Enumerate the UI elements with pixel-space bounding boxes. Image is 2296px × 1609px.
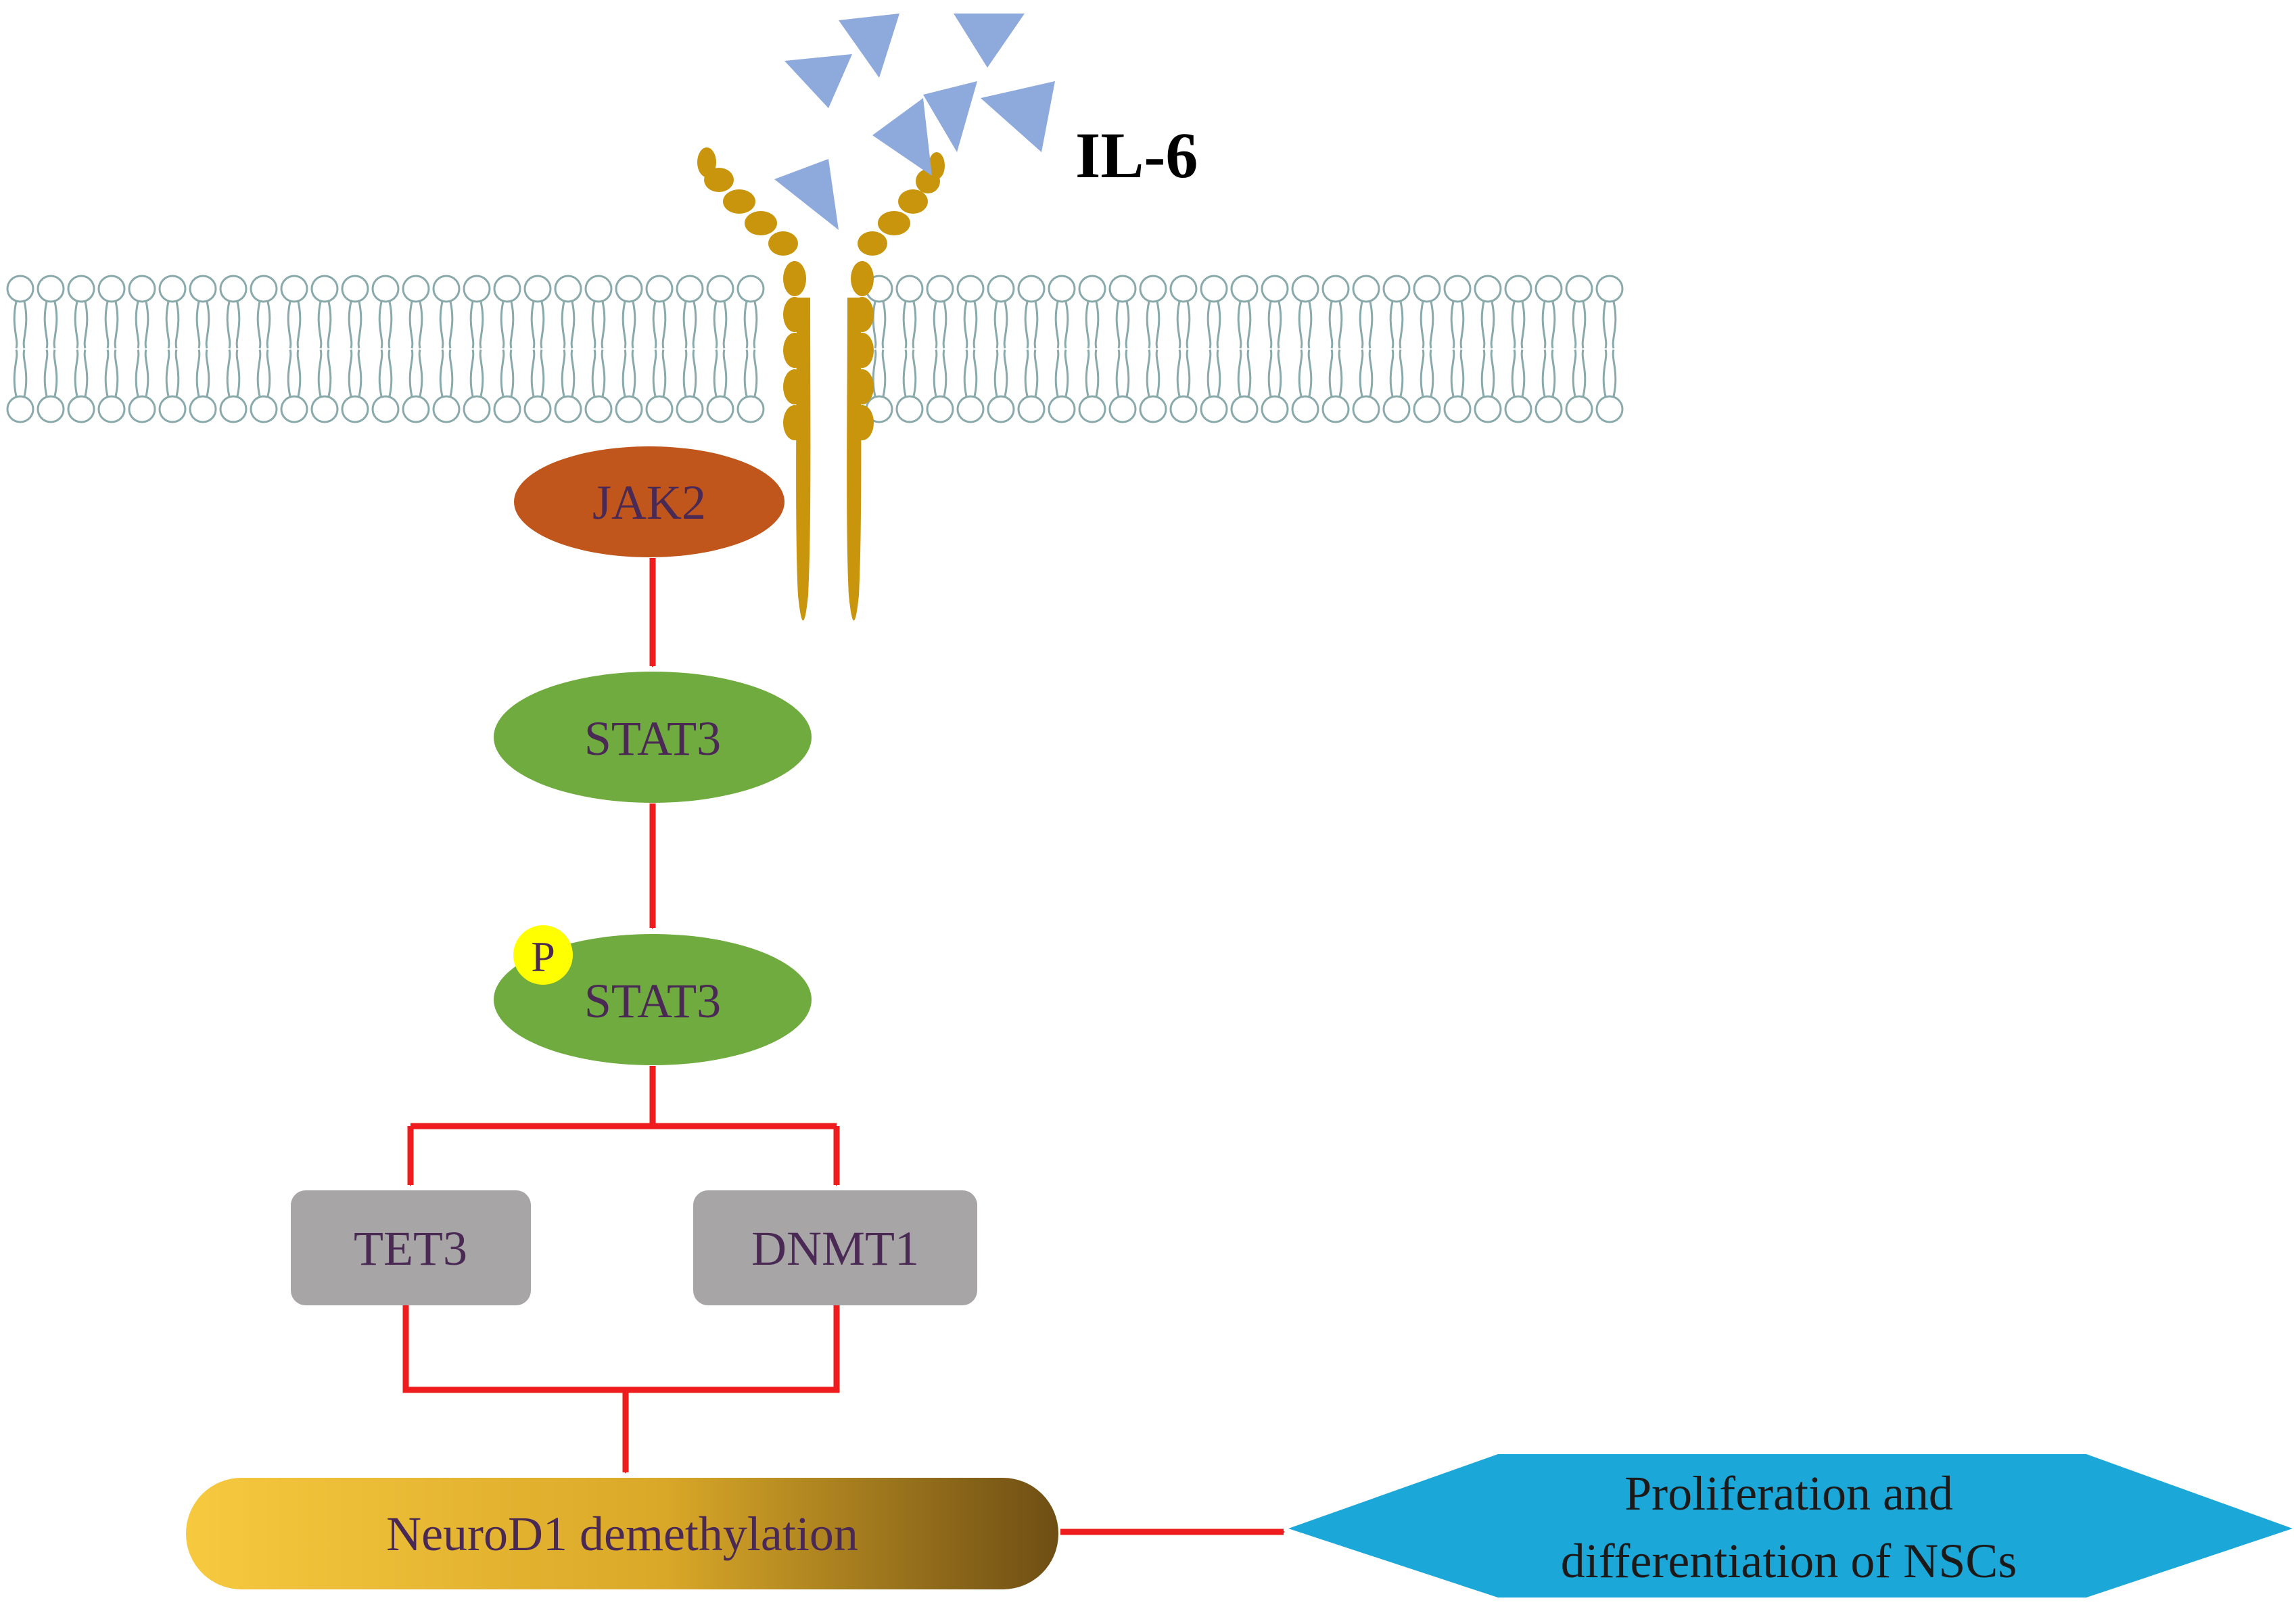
phospholipid — [310, 275, 339, 423]
phospholipid — [987, 275, 1015, 423]
phospholipid — [67, 275, 95, 423]
phospholipid — [493, 275, 521, 423]
phospholipid — [736, 275, 765, 423]
jak2-label: JAK2 — [592, 475, 706, 530]
phospholipid — [523, 275, 552, 423]
phospholipid — [402, 275, 430, 423]
outcome-label-line1: Proliferation and — [1624, 1466, 1953, 1520]
stat3-label: STAT3 — [584, 712, 721, 766]
neurod1-pill — [186, 1478, 1058, 1589]
il6-triangle — [784, 54, 852, 108]
phospholipid — [341, 275, 369, 423]
outcome-hexagon — [1288, 1454, 2293, 1598]
dnmt1-node: DNMT1 — [693, 1190, 977, 1305]
tet3-node: TET3 — [291, 1190, 531, 1305]
il6-triangle — [774, 159, 839, 230]
phospholipid — [1291, 275, 1319, 423]
il6-triangle — [923, 81, 977, 152]
phospholipid — [158, 275, 187, 423]
il6-ligand-molecules — [774, 14, 1055, 230]
phospholipid — [676, 275, 704, 423]
phospholipid — [926, 275, 954, 423]
phospholipid — [1139, 275, 1167, 423]
il6-triangle — [981, 81, 1055, 152]
phospholipid — [1382, 275, 1411, 423]
stat3-ellipse — [494, 672, 812, 803]
il6-label: IL-6 — [1075, 119, 1198, 191]
phospholipid — [371, 275, 400, 423]
phospholipid — [1108, 275, 1137, 423]
phospholipid — [615, 275, 643, 423]
phospholipid — [432, 275, 461, 423]
phospholipid — [1352, 275, 1380, 423]
phospholipid — [1261, 275, 1289, 423]
phospholipid — [554, 275, 582, 423]
phosphate-badge — [513, 925, 573, 985]
phospholipid — [1230, 275, 1259, 423]
dnmt1-label: DNMT1 — [751, 1221, 919, 1276]
phospholipid — [1504, 275, 1532, 423]
phospholipid — [895, 275, 924, 423]
receptor-right-chain — [847, 152, 945, 621]
phospholipid — [584, 275, 613, 423]
phospholipid — [1474, 275, 1502, 423]
phospholipid — [37, 275, 65, 423]
phospholipid — [1565, 275, 1593, 423]
phospholipid — [463, 275, 491, 423]
stat3-node: STAT3 — [494, 672, 812, 803]
phospholipid — [280, 275, 308, 423]
phospholipid — [6, 275, 34, 423]
phospholipid — [128, 275, 156, 423]
phosphate-label: P — [531, 933, 555, 981]
phospholipid — [1413, 275, 1441, 423]
phospholipid — [645, 275, 674, 423]
phospho-stat3-ellipse — [494, 934, 812, 1065]
tet3-label: TET3 — [354, 1221, 467, 1276]
phospholipid — [865, 275, 893, 423]
phospholipid — [219, 275, 248, 423]
il6-triangle — [839, 14, 899, 78]
phospholipid — [956, 275, 985, 423]
neurod1-label: NeuroD1 demethylation — [386, 1507, 858, 1561]
dnmt1-box — [693, 1190, 977, 1305]
phospholipid — [1321, 275, 1350, 423]
phospho-stat3-label: STAT3 — [584, 974, 721, 1028]
phospholipid — [1200, 275, 1228, 423]
il6-receptor — [697, 147, 945, 621]
jak2-node: JAK2 — [514, 446, 784, 557]
il6-triangle — [954, 14, 1025, 68]
arrows — [402, 558, 1284, 1535]
phospholipid — [1078, 275, 1106, 423]
il6-triangle — [872, 98, 932, 176]
outcome-node: Proliferation and differentiation of NSC… — [1288, 1454, 2293, 1598]
cell-membrane — [6, 275, 1624, 423]
phospholipid — [250, 275, 278, 423]
phospho-stat3-node: STAT3 P — [494, 925, 812, 1065]
phospholipid — [1595, 275, 1624, 423]
phospholipid — [97, 275, 126, 423]
phospholipid — [1048, 275, 1076, 423]
phospholipid — [1017, 275, 1046, 423]
receptor-left-chain — [697, 147, 811, 621]
phospholipid — [706, 275, 734, 423]
connector-merge — [402, 1305, 840, 1393]
phospholipid — [189, 275, 217, 423]
phospholipid — [1534, 275, 1563, 423]
phospholipid — [1169, 275, 1198, 423]
outcome-label-line2: differentiation of NSCs — [1561, 1534, 2017, 1588]
tet3-box — [291, 1190, 531, 1305]
neurod1-node: NeuroD1 demethylation — [186, 1478, 1058, 1589]
phospholipid — [1443, 275, 1472, 423]
jak2-ellipse — [514, 446, 784, 557]
